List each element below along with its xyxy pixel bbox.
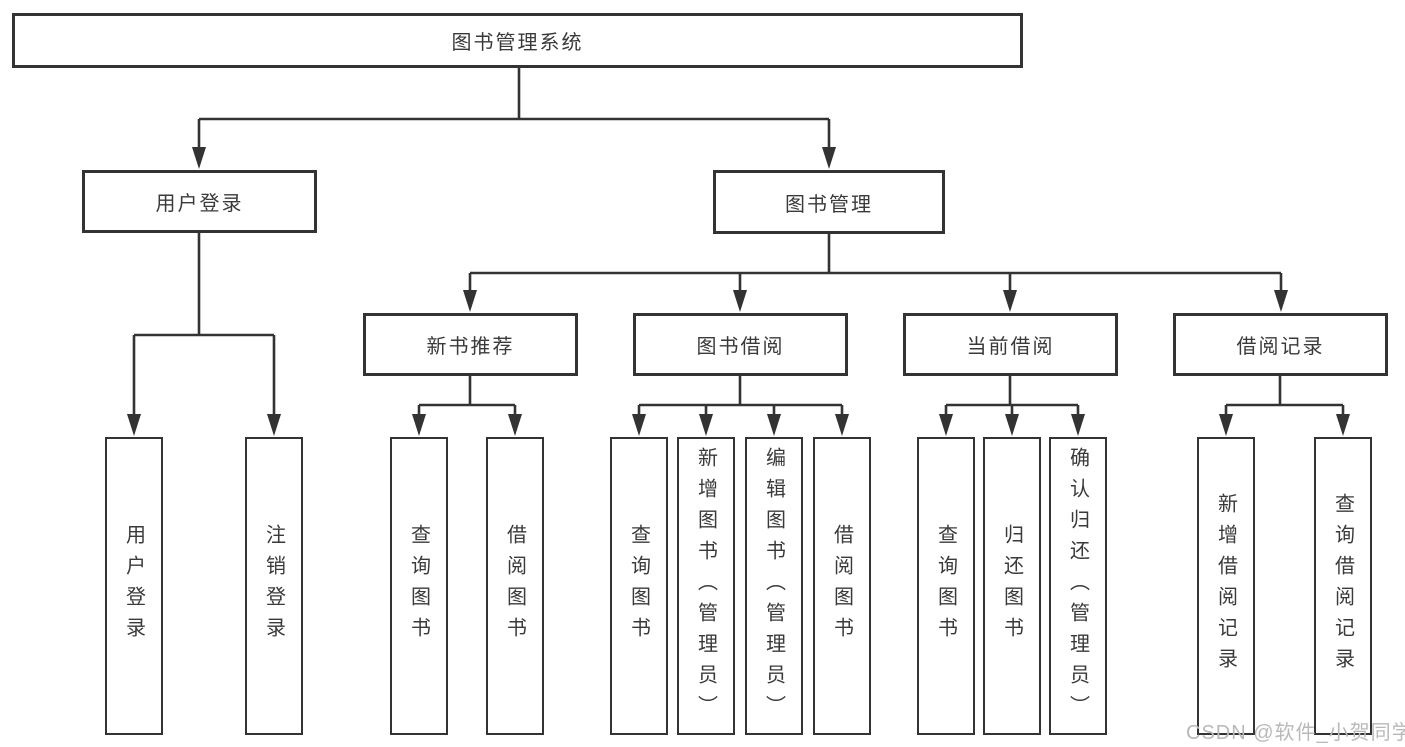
node-borrowing-records: 借阅记录 [1173,313,1388,376]
csdn-watermark: CSDN @软件_小贺同学 [1186,722,1405,744]
leaf-borrow-books-recommend: 借阅图书 [486,437,544,735]
connector-paths [132,68,1345,417]
node-user-login-label: 用户登录 [155,193,244,215]
leaf-query-books-recommend-label: 查询图书 [407,524,430,648]
leaf-user-login: 用户登录 [105,437,163,735]
leaf-query-books-recommend: 查询图书 [390,437,448,735]
node-book-management: 图书管理 [713,170,945,234]
leaf-query-borrow-record-label: 查询借阅记录 [1331,493,1354,679]
leaf-return-book: 归还图书 [983,437,1041,735]
leaf-add-book-admin: 新增图书（管理员） [677,437,735,735]
node-book-borrowing: 图书借阅 [633,313,848,376]
node-book-borrowing-label: 图书借阅 [696,336,785,358]
leaf-query-books-borrowing: 查询图书 [610,437,668,735]
leaf-query-books-borrowing-label: 查询图书 [627,524,650,648]
leaf-add-borrow-record: 新增借阅记录 [1197,437,1255,735]
leaf-return-book-label: 归还图书 [1000,524,1023,648]
leaf-edit-book-admin: 编辑图书（管理员） [745,437,803,735]
leaf-borrow-books-borrowing-label: 借阅图书 [830,524,853,648]
node-current-borrowing: 当前借阅 [903,313,1118,376]
leaf-add-borrow-record-label: 新增借阅记录 [1214,493,1237,679]
node-user-login: 用户登录 [82,170,317,233]
leaf-confirm-return-admin: 确认归还（管理员） [1049,437,1107,735]
node-new-book-recommend-label: 新书推荐 [426,336,515,358]
leaf-query-borrow-record: 查询借阅记录 [1314,437,1372,735]
leaf-add-book-admin-label: 新增图书（管理员） [694,446,717,726]
connector-arrowheads [127,147,1350,436]
leaf-borrow-books-borrowing: 借阅图书 [813,437,871,735]
leaf-user-login-label: 用户登录 [122,524,145,648]
node-borrowing-records-label: 借阅记录 [1236,336,1325,358]
node-root-label: 图书管理系统 [451,32,584,54]
node-root: 图书管理系统 [12,13,1023,68]
node-book-management-label: 图书管理 [785,193,873,216]
leaf-edit-book-admin-label: 编辑图书（管理员） [762,446,785,726]
leaf-logout: 注销登录 [245,437,303,735]
leaf-confirm-return-admin-label: 确认归还（管理员） [1066,446,1089,726]
leaf-logout-label: 注销登录 [262,524,285,648]
leaf-query-books-current-label: 查询图书 [934,524,957,648]
leaf-borrow-books-recommend-label: 借阅图书 [503,524,526,648]
leaf-query-books-current: 查询图书 [917,437,975,735]
node-current-borrowing-label: 当前借阅 [966,336,1055,358]
node-new-book-recommend: 新书推荐 [363,313,578,376]
